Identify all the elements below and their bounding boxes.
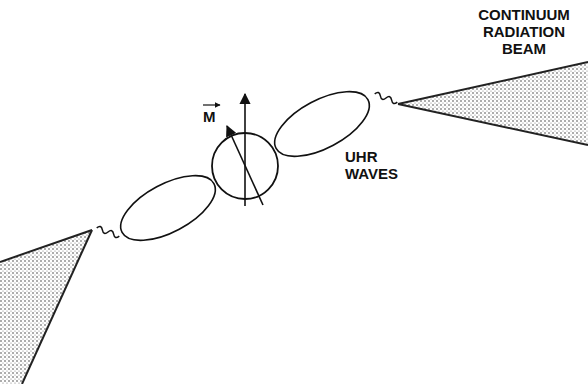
beam-edge — [22, 230, 92, 384]
wave-label: UHR WAVES — [345, 148, 407, 182]
radiation-beam — [398, 62, 588, 145]
moment-vector — [227, 126, 263, 205]
vector-overarrow — [203, 104, 220, 105]
beam-label: CONTINUUM RADIATION BEAM — [466, 6, 582, 57]
wave-squiggle — [96, 226, 120, 239]
radiation-beam — [0, 230, 92, 384]
beam-edge — [0, 230, 92, 262]
field-lobe — [111, 162, 225, 253]
wave-squiggle — [374, 92, 398, 105]
beam-edge — [398, 104, 588, 145]
beam-edge — [398, 62, 588, 104]
rotation-axis — [244, 94, 246, 206]
vector-label: M — [203, 108, 221, 125]
